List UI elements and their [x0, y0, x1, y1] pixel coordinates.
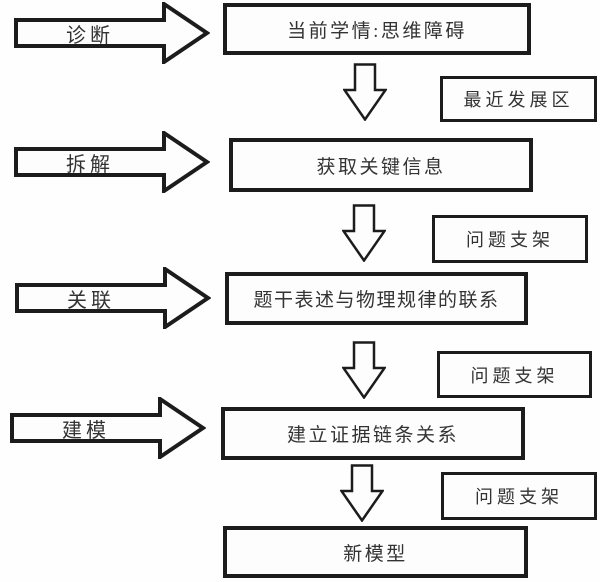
box-new-model: 新模型	[223, 526, 528, 578]
side-box-problem-scaffold-2: 问题支架	[437, 351, 592, 398]
box-obtain-key-info: 获取关键信息	[229, 138, 533, 192]
arrow-down-icon	[340, 464, 384, 522]
side-box-problem-scaffold-3: 问题支架	[441, 472, 597, 520]
flow-connector-3	[342, 341, 386, 399]
box-label: 获取关键信息	[316, 156, 446, 178]
side-box-zpd: 最近发展区	[440, 76, 597, 122]
box-current-learning-state: 当前学情:思维障碍	[223, 3, 531, 55]
side-box-problem-scaffold-1: 问题支架	[432, 215, 588, 263]
stage-arrow-label: 关联	[67, 289, 115, 312]
stage-arrow-disassemble: 拆解	[14, 131, 210, 193]
block-arrow-right-icon	[10, 397, 206, 459]
stage-arrow-label: 建模	[62, 419, 110, 442]
stage-arrow-diagnose: 诊断	[14, 2, 210, 64]
box-label: 题干表述与物理规律的联系	[253, 290, 500, 311]
block-arrow-right-icon	[14, 2, 210, 64]
stage-arrow-associate: 关联	[15, 267, 211, 329]
box-label: 当前学情:思维障碍	[287, 20, 467, 42]
box-stem-physics-connection: 题干表述与物理规律的联系	[225, 272, 528, 325]
block-arrow-right-icon	[14, 131, 210, 193]
arrow-down-icon	[342, 341, 386, 399]
flow-connector-2	[342, 204, 386, 262]
flow-connector-1	[343, 63, 387, 121]
side-box-label: 问题支架	[466, 230, 554, 250]
flow-connector-4	[340, 464, 384, 522]
side-box-label: 最近发展区	[463, 90, 574, 110]
block-arrow-right-icon	[15, 267, 211, 329]
arrow-down-icon	[342, 204, 386, 262]
box-label: 新模型	[343, 543, 408, 565]
stage-arrow-label: 拆解	[66, 153, 114, 176]
box-evidence-chain: 建立证据链条关系	[221, 407, 525, 460]
arrow-down-icon	[343, 63, 387, 121]
side-box-label: 问题支架	[470, 365, 559, 386]
side-box-label: 问题支架	[475, 487, 563, 507]
stage-arrow-label: 诊断	[66, 24, 114, 47]
stage-arrow-model: 建模	[10, 397, 206, 459]
box-label: 建立证据链条关系	[286, 425, 459, 446]
